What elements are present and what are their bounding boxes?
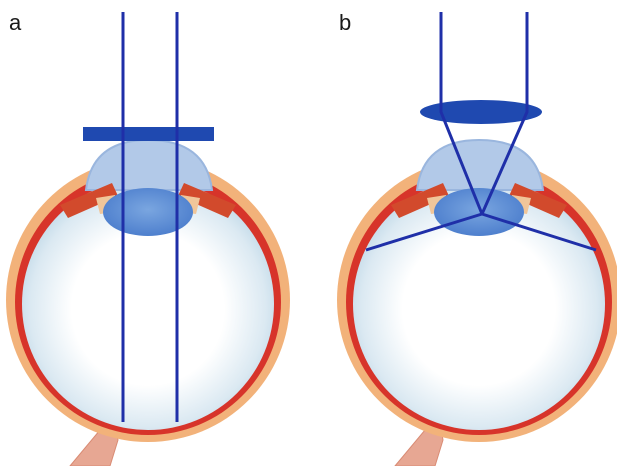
cornea-b xyxy=(417,140,543,190)
eye-b xyxy=(337,12,617,466)
flat-plate-a xyxy=(83,127,214,141)
crystalline-lens-a xyxy=(103,188,193,236)
eye-a xyxy=(6,12,290,466)
cornea-a xyxy=(86,140,212,190)
crystalline-lens-b xyxy=(434,188,524,236)
